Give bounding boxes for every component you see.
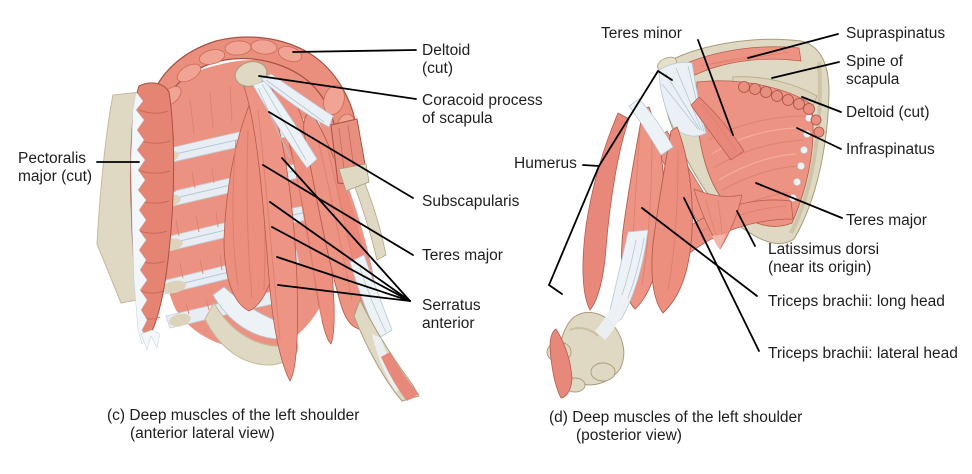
label-coracoid-process: Coracoid process of scapula xyxy=(422,92,543,127)
leader-subscapularis xyxy=(268,111,414,199)
figure-c-illustration xyxy=(96,36,420,402)
leader-humerus-dash xyxy=(582,164,600,167)
leader-triceps-lateral xyxy=(683,197,760,352)
label-triceps-long-head: Triceps brachii: long head xyxy=(768,293,945,310)
caption-d-line1: (d) Deep muscles of the left shoulder xyxy=(549,409,803,426)
leader-teres-minor xyxy=(697,39,734,136)
leader-latissimus xyxy=(736,210,756,247)
label-teres-major-d: Teres major xyxy=(846,212,927,229)
leader-infraspinatus xyxy=(796,127,842,150)
label-humerus: Humerus xyxy=(514,155,577,172)
caption-c-line1: (c) Deep muscles of the left shoulder xyxy=(107,407,360,424)
leader-teres-major-d xyxy=(755,182,843,219)
leader-deltoid-d xyxy=(801,96,842,113)
label-deltoid-cut-c: Deltoid (cut) xyxy=(422,42,471,77)
label-latissimus-dorsi: Latissimus dorsi (near its origin) xyxy=(768,241,880,276)
label-serratus-anterior: Serratus anterior xyxy=(422,297,481,332)
leader-spine-of-scapula xyxy=(771,61,840,79)
serratus-striations xyxy=(171,166,223,315)
leader-coracoid xyxy=(258,75,417,100)
leader-deltoid-c xyxy=(292,49,417,53)
leader-serratus-fan xyxy=(269,157,411,302)
scapula-tendon-fibers xyxy=(661,65,705,133)
label-deltoid-cut-d: Deltoid (cut) xyxy=(846,104,930,121)
leader-supraspinatus xyxy=(747,33,839,59)
leader-triceps-long xyxy=(641,207,758,297)
label-spine-of-scapula: Spine of scapula xyxy=(846,53,903,88)
caption-c-line2: (anterior lateral view) xyxy=(130,425,275,442)
label-supraspinatus: Supraspinatus xyxy=(846,25,946,42)
label-teres-minor: Teres minor xyxy=(601,25,682,42)
label-pectoralis-major: Pectoralis major (cut) xyxy=(18,150,93,185)
label-subscapularis: Subscapularis xyxy=(422,193,520,210)
leader-teres-major-c xyxy=(262,164,414,256)
label-teres-major-c: Teres major xyxy=(422,247,503,264)
label-triceps-lateral-head: Triceps brachii: lateral head xyxy=(768,345,958,362)
caption-d-line2: (posterior view) xyxy=(576,427,682,444)
infraspinatus-highlights xyxy=(711,127,803,181)
leader-lines xyxy=(96,33,843,352)
label-infraspinatus: Infraspinatus xyxy=(846,141,935,158)
humerus-bracket xyxy=(547,69,673,295)
deltoid-cut-beads xyxy=(738,81,825,138)
